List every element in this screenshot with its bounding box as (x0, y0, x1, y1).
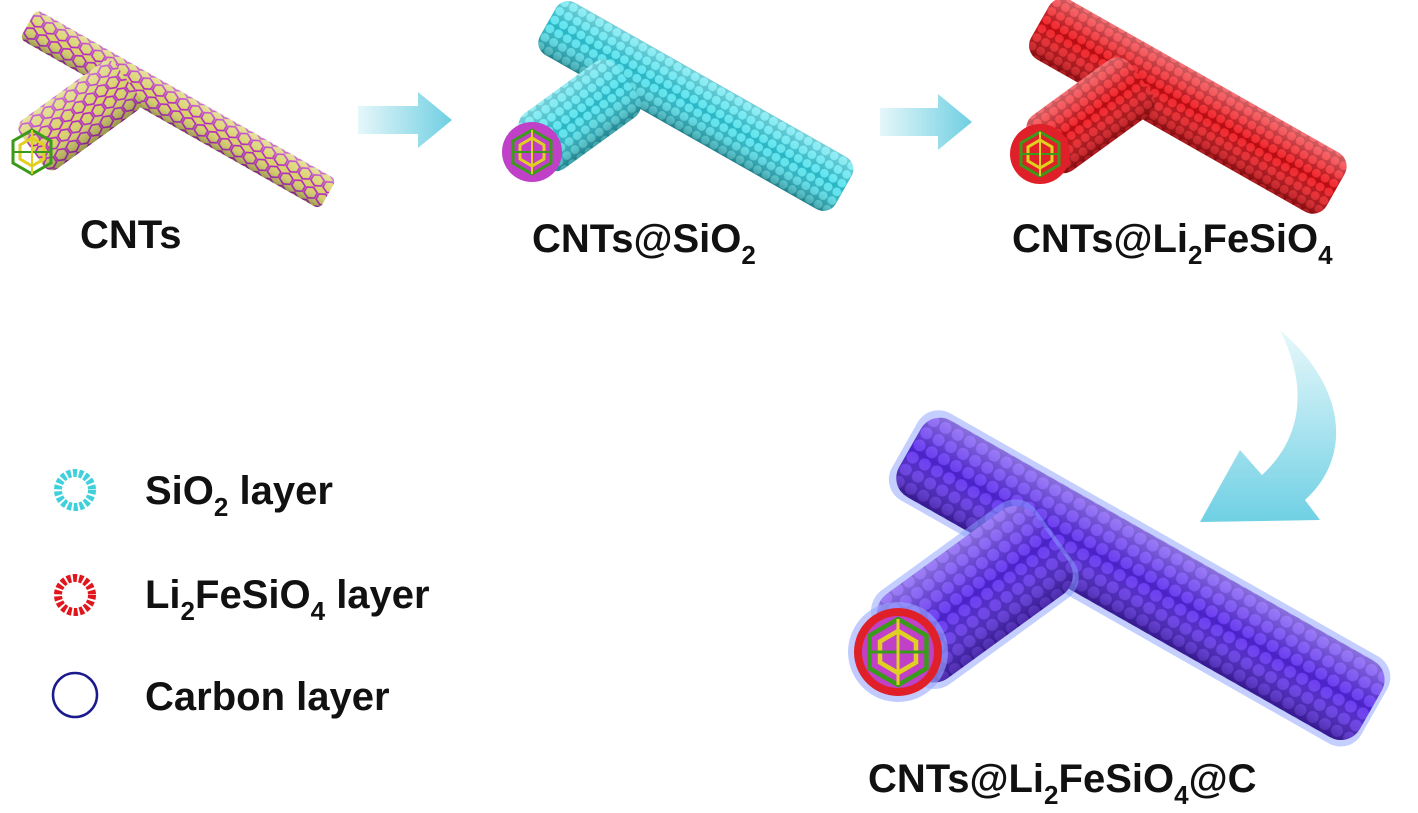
stage-label-cnts-li2fesio4-c: CNTs@Li2FeSiO4@C (868, 757, 1256, 810)
arrow-right-icon (358, 92, 452, 148)
curved-arrow-icon (1200, 330, 1337, 522)
legend: SiO2 layer Li2FeSiO4 layer Carbon layer (51, 469, 430, 719)
arrow-right-icon (880, 94, 972, 150)
cnt-tube-long (21, 11, 335, 208)
bead-ring-icon (54, 574, 96, 616)
stage-label-cnts-sio2: CNTs@SiO2 (532, 217, 756, 270)
legend-item-carbon: Carbon layer (51, 671, 390, 719)
carbon-tube-long (888, 410, 1391, 747)
legend-item-li2fesio4: Li2FeSiO4 layer (54, 573, 430, 626)
ring-icon (51, 671, 99, 719)
legend-label: Li2FeSiO4 layer (145, 573, 430, 626)
legend-label: SiO2 layer (145, 469, 333, 522)
legend-label: Carbon layer (145, 675, 390, 719)
lfs-core-end (1019, 130, 1061, 178)
stage-label-cnts: CNTs (80, 213, 181, 257)
cnt-core-end (11, 128, 53, 176)
cnt-tube-short (18, 60, 142, 171)
bead-ring-icon (54, 469, 96, 511)
legend-item-sio2: SiO2 layer (54, 469, 333, 522)
lfs-tube-long (1029, 0, 1347, 214)
stage-label-cnts-li2fesio4: CNTs@Li2FeSiO4 (1012, 217, 1333, 270)
sio2-tube-long (538, 1, 854, 211)
carbon-core-end (870, 619, 927, 685)
sio2-core-end (511, 128, 553, 176)
